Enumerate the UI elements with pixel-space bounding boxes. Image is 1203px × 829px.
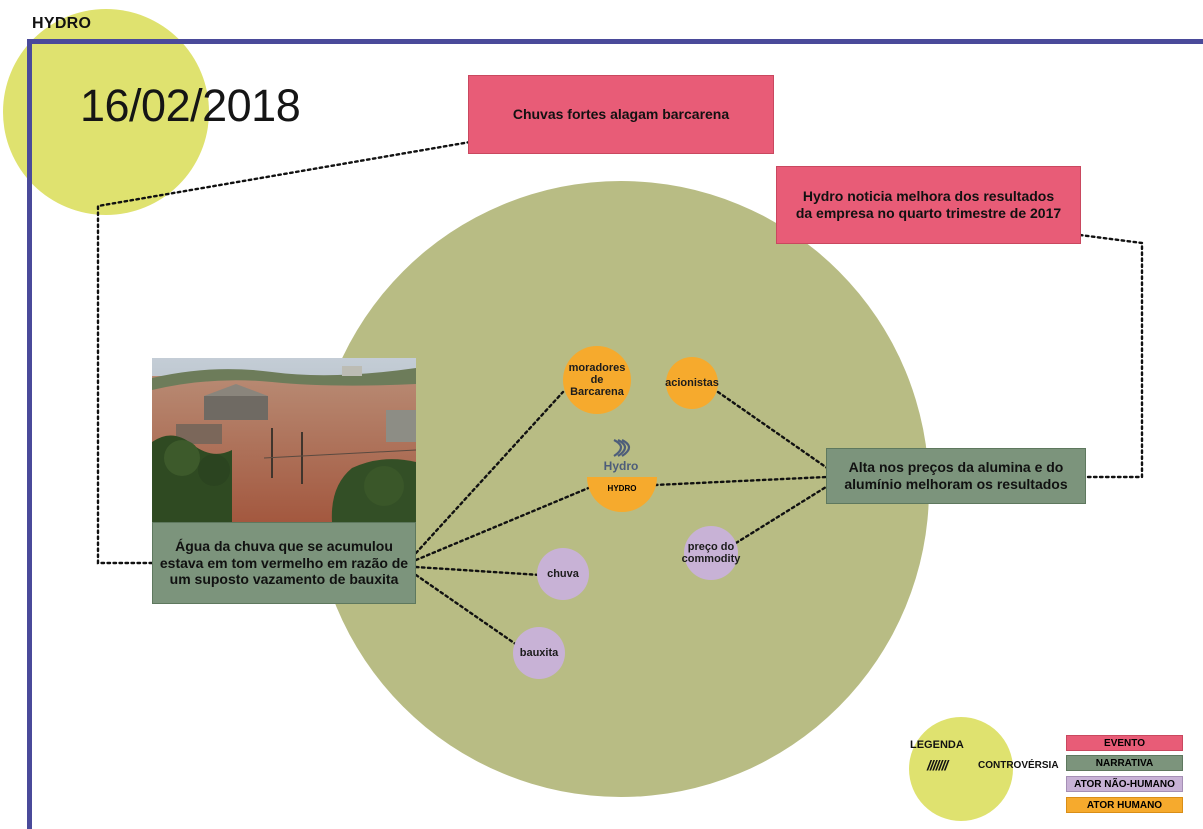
connector-event-rain xyxy=(96,140,472,565)
flood-photo xyxy=(152,358,416,522)
actor-hydro-label: HYDRO xyxy=(607,484,637,493)
legend-circle xyxy=(909,717,1013,821)
frame-top-border xyxy=(27,39,1203,44)
legend-human-actor: ATOR HUMANO xyxy=(1066,797,1183,813)
event-rain-floods: Chuvas fortes alagam barcarena xyxy=(468,75,774,154)
actor-shareholders: acionistas xyxy=(665,357,719,409)
actor-commodity-price: preço do commodity xyxy=(682,526,740,580)
narrative-red-water: Água da chuva que se acumulou estava em … xyxy=(152,522,416,604)
connector-shareholders xyxy=(716,390,832,472)
narrative-price-rise: Alta nos preços da alumina e do alumínio… xyxy=(826,448,1086,504)
actor-residents: moradores de Barcarena xyxy=(563,346,631,414)
hydro-logo-word: Hydro xyxy=(603,459,639,473)
legend-controversy-hatch: /////// xyxy=(927,757,948,773)
hydro-logo: Hydro xyxy=(596,437,646,479)
connector-event-results xyxy=(1078,233,1144,479)
connector-rain-actor xyxy=(414,565,542,577)
event-hydro-results: Hydro noticia melhora dos resultados da … xyxy=(776,166,1081,244)
connector-hydro-prices xyxy=(653,475,828,487)
connector-commodity xyxy=(734,485,828,545)
brand-label: HYDRO xyxy=(32,15,92,32)
connector-hydro-water xyxy=(414,482,600,562)
legend-title: LEGENDA xyxy=(910,739,964,751)
legend-controversy-label: CONTROVÉRSIA xyxy=(978,760,1059,771)
legend-non-human-actor: ATOR NÃO-HUMANO xyxy=(1066,776,1183,792)
actor-bauxite: bauxita xyxy=(513,627,565,679)
actor-rain: chuva xyxy=(537,548,589,600)
hydro-logo-icon xyxy=(613,439,631,457)
legend-narrative: NARRATIVA xyxy=(1066,755,1183,771)
frame-left-border xyxy=(27,39,32,829)
legend-event: EVENTO xyxy=(1066,735,1183,751)
connector-residents xyxy=(414,390,565,555)
date-title: 16/02/2018 xyxy=(80,80,301,131)
connector-bauxite xyxy=(414,573,519,647)
